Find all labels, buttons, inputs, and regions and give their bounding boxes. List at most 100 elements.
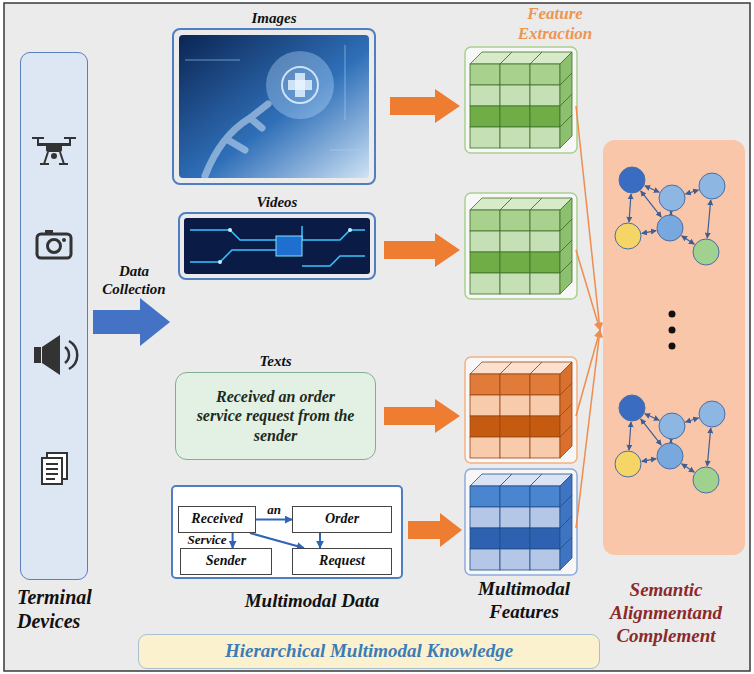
feature-cube bbox=[560, 425, 572, 458]
knowledge-graph bbox=[641, 419, 662, 445]
feature-cube bbox=[470, 64, 500, 85]
feature-cube bbox=[500, 231, 530, 252]
image-picture bbox=[179, 35, 369, 178]
feature-cube bbox=[470, 231, 500, 252]
feature-cube bbox=[470, 85, 500, 106]
sample-sentence: Received an order service request from t… bbox=[193, 387, 358, 445]
knowledge-graph bbox=[642, 459, 656, 462]
feature-cube bbox=[530, 64, 560, 85]
relation-arrow bbox=[256, 519, 292, 521]
relation-label: an bbox=[265, 503, 283, 517]
knowledge-graph bbox=[693, 239, 719, 265]
extraction-arrows bbox=[390, 89, 460, 123]
panel-title: Semantic Alignmentand Complement bbox=[601, 579, 731, 647]
knowledge-graph bbox=[657, 215, 683, 241]
knowledge-graph bbox=[645, 186, 659, 193]
entity-box: Order bbox=[292, 506, 392, 533]
relation-arrow bbox=[319, 533, 321, 548]
feature-cubes bbox=[465, 47, 577, 575]
feature-cube bbox=[560, 115, 572, 148]
feature-cube bbox=[470, 127, 500, 148]
knowledge-graph bbox=[659, 413, 685, 439]
feature-cube bbox=[500, 106, 530, 127]
feature-cube bbox=[530, 252, 560, 273]
knowledge-graph bbox=[670, 212, 671, 214]
text-box: TextsReceived an order service request f… bbox=[175, 372, 376, 460]
entity-box: Request bbox=[292, 548, 392, 575]
merge-lines bbox=[576, 106, 600, 330]
knowledge-graph bbox=[615, 223, 641, 249]
semantic-panel-fill bbox=[603, 140, 745, 555]
image-picture bbox=[266, 51, 334, 119]
relation-arrow bbox=[232, 533, 234, 548]
knowledge-graph bbox=[682, 236, 695, 244]
box-title: Images bbox=[174, 9, 374, 27]
knowledge-graph bbox=[629, 422, 631, 450]
video-picture bbox=[276, 236, 302, 256]
feature-cube bbox=[470, 374, 500, 395]
box-title: Videos bbox=[180, 193, 374, 211]
graph-frame bbox=[172, 486, 402, 578]
feature-cube bbox=[530, 549, 560, 570]
feature-cube bbox=[560, 261, 572, 294]
feature-cube bbox=[465, 47, 577, 153]
collection-arrow bbox=[93, 298, 170, 346]
knowledge-graph bbox=[629, 194, 631, 222]
megaphone-icon bbox=[65, 347, 69, 363]
knowledge-graph bbox=[685, 418, 698, 422]
feature-cube bbox=[530, 437, 560, 458]
feature-cube bbox=[530, 416, 560, 437]
knowledge-graph bbox=[670, 440, 671, 442]
outer-frame bbox=[4, 3, 750, 671]
megaphone-icon bbox=[34, 335, 77, 375]
ellipsis-dots bbox=[669, 327, 676, 334]
megaphone-icon bbox=[69, 341, 77, 369]
feature-cube bbox=[530, 395, 560, 416]
extraction-arrows bbox=[384, 399, 460, 433]
feature-cube bbox=[530, 231, 560, 252]
camera-icon bbox=[37, 234, 71, 258]
feature-cube bbox=[530, 210, 560, 231]
knowledge-graph bbox=[619, 167, 645, 193]
feature-cube bbox=[530, 85, 560, 106]
feature-cube bbox=[530, 127, 560, 148]
drone-icon bbox=[32, 137, 76, 164]
knowledge-graph bbox=[707, 200, 710, 238]
panel-title: Terminal Devices bbox=[17, 585, 129, 633]
feature-cube bbox=[500, 252, 530, 273]
knowledge-graph bbox=[615, 451, 641, 477]
feature-cube bbox=[470, 416, 500, 437]
document-icon bbox=[46, 464, 58, 479]
video-picture bbox=[348, 228, 352, 232]
drone-icon bbox=[51, 153, 57, 159]
feature-cube bbox=[470, 437, 500, 458]
device-panel: Terminal Devices bbox=[20, 52, 88, 580]
feature-cube bbox=[500, 528, 530, 549]
knowledge-graph bbox=[699, 401, 725, 427]
entity-box: Sender bbox=[180, 548, 272, 575]
drone-icon bbox=[40, 152, 68, 164]
video-picture bbox=[190, 226, 365, 266]
ellipsis-dots bbox=[669, 343, 676, 350]
knowledge-graph bbox=[657, 443, 683, 469]
entity-label: Sender bbox=[206, 553, 246, 570]
semantic-panel: Semantic Alignmentand Complement bbox=[603, 140, 745, 555]
camera-icon bbox=[37, 230, 71, 258]
video-box: Videos bbox=[178, 212, 376, 280]
knowledge-graph bbox=[642, 231, 656, 234]
knowledge-graph bbox=[615, 167, 725, 265]
video-picture bbox=[184, 218, 370, 274]
knowledge-graph bbox=[641, 191, 662, 217]
feature-cube bbox=[470, 395, 500, 416]
banner-title: Hierarchical Multimodal Knowledge bbox=[225, 640, 513, 663]
relation-arrow bbox=[250, 533, 304, 548]
feature-cube bbox=[530, 528, 560, 549]
video-picture bbox=[184, 218, 370, 274]
column-label: Multimodal Data bbox=[222, 590, 402, 613]
camera-icon bbox=[48, 240, 61, 253]
feature-cube bbox=[500, 127, 530, 148]
entity-label: Order bbox=[325, 511, 359, 528]
feature-cube bbox=[470, 210, 500, 231]
relation-label: Service bbox=[186, 533, 229, 547]
knowledge-graph bbox=[693, 467, 719, 493]
